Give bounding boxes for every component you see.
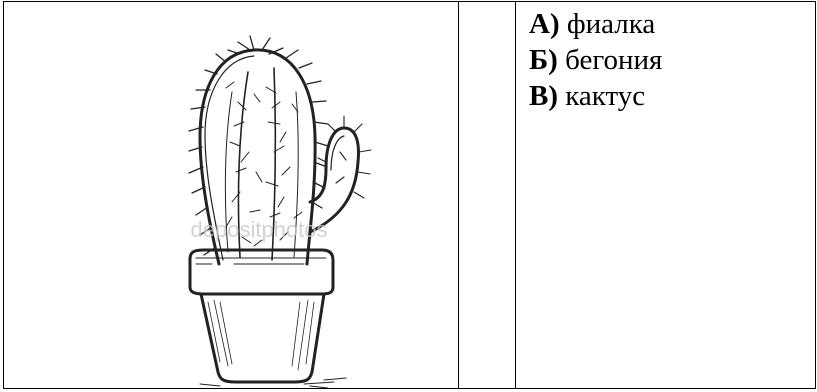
option-text: фиалка [566,8,656,40]
image-cell: depositphotos [3,1,459,389]
empty-cell [458,1,516,389]
option-letter: А) [529,8,560,40]
table-row: depositphotos А) фиалка Б) бегония В) ка… [3,1,816,389]
option-text: кактус [565,80,646,112]
options-cell: А) фиалка Б) бегония В) кактус [515,1,816,389]
watermark-text: depositphotos [191,217,328,242]
cactus-sketch-icon: depositphotos [188,35,372,388]
option-text: бегония [565,44,663,76]
option-letter: Б) [529,44,558,76]
option-b: Б) бегония [529,42,815,78]
question-table: depositphotos А) фиалка Б) бегония В) ка… [3,1,816,389]
option-a: А) фиалка [529,6,815,42]
option-c: В) кактус [529,78,815,114]
option-letter: В) [529,80,558,112]
